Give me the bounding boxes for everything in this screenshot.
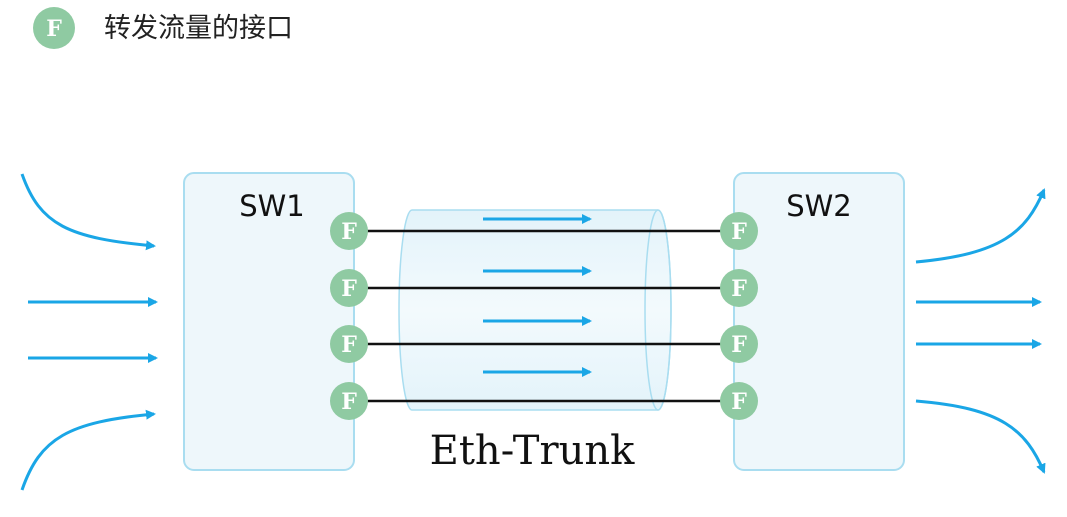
legend-badge-letter: F (46, 16, 62, 42)
incoming-flow-arrow (20, 409, 156, 491)
port-label: F (341, 276, 357, 302)
port-icon: F (330, 325, 368, 363)
port-label: F (731, 276, 747, 302)
switch-sw1-body (183, 172, 355, 471)
trunk-member-links (349, 229, 739, 403)
port-icon: F (720, 325, 758, 363)
port-label: F (731, 219, 747, 245)
switch-sw2: SW2 (733, 172, 905, 471)
port-icon: F (720, 212, 758, 250)
switch-sw2-body (733, 172, 905, 471)
eth-trunk-label: Eth-Trunk (430, 428, 635, 474)
switch-sw2-label: SW2 (786, 189, 852, 223)
switch-sw1: SW1 (183, 172, 355, 471)
port-icon: F (720, 269, 758, 307)
port-icon: F (720, 382, 758, 420)
eth-trunk-tube-body (398, 209, 672, 411)
legend-port-badge (33, 7, 75, 49)
legend-text: 转发流量的接口 (104, 13, 293, 44)
incoming-flow-arrow (20, 173, 156, 251)
outgoing-flows (915, 188, 1046, 474)
incoming-flows (20, 173, 158, 491)
switch-sw1-label: SW1 (239, 189, 305, 223)
port-label: F (341, 219, 357, 245)
trunk-traffic-arrows (483, 214, 592, 377)
outgoing-flow-arrow (915, 188, 1046, 264)
legend: F 转发流量的接口 (33, 7, 293, 49)
sw1-ports: F F F F (330, 212, 368, 420)
port-label: F (731, 332, 747, 358)
port-label: F (341, 389, 357, 415)
port-icon: F (330, 269, 368, 307)
sw2-ports: F F F F (720, 212, 758, 420)
port-label: F (341, 332, 357, 358)
port-icon: F (330, 212, 368, 250)
outgoing-flow-arrow (915, 399, 1046, 474)
port-icon: F (330, 382, 368, 420)
eth-trunk-tube (398, 209, 672, 411)
eth-trunk-tube-end (644, 209, 672, 411)
port-label: F (731, 389, 747, 415)
